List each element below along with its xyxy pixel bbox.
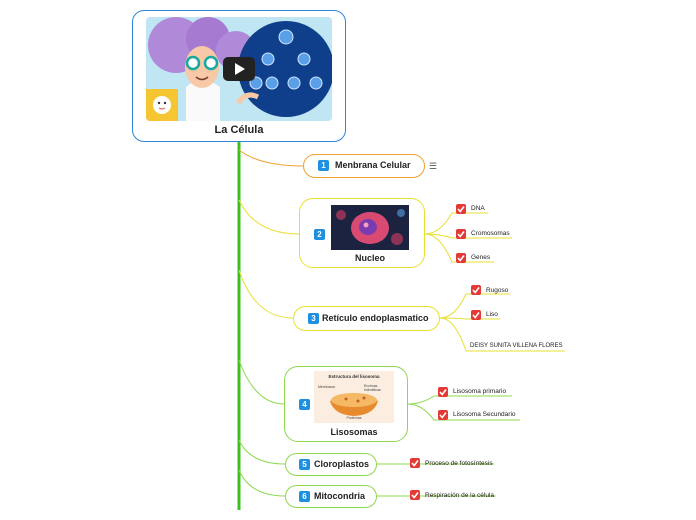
leaf-label: Rugoso [486, 287, 509, 294]
branch-number: 5 [299, 459, 310, 470]
leaf-label: DNA [471, 205, 485, 212]
leaf-label: Proceso de fotosíntesis [425, 460, 493, 467]
branch-number: 4 [299, 399, 310, 410]
lysosome-image: Estructura del lisosoma Membrana Enzimas… [314, 371, 394, 423]
checkbox-checked-icon[interactable] [410, 490, 420, 500]
connector-5 [238, 439, 286, 465]
branch-number: 6 [299, 491, 310, 502]
leaf-label: Lisosoma primario [453, 388, 507, 395]
branch-label: Mitocondria [314, 491, 365, 501]
leaf-label: Respiración de la célula [425, 492, 495, 499]
checkbox-checked-icon[interactable] [456, 229, 466, 239]
checkbox-checked-icon[interactable] [456, 204, 466, 214]
connector-6 [238, 469, 286, 497]
connector-1 [238, 149, 304, 167]
leaf-label: Liso [486, 311, 498, 318]
leaf-label: Cromosomas [471, 230, 510, 237]
checkbox-checked-icon[interactable] [471, 285, 481, 295]
leaf-label: Lisosoma Secundario [453, 411, 516, 418]
image-title: Estructura del lisosoma [328, 374, 380, 379]
video-thumbnail[interactable] [146, 17, 332, 121]
branch-number: 1 [318, 160, 329, 171]
branch-number: 2 [314, 229, 325, 240]
leaf-connector [424, 233, 494, 263]
branch-label: Menbrana Celular [335, 160, 411, 170]
root-title: La Célula [214, 124, 264, 136]
checkbox-checked-icon[interactable] [438, 387, 448, 397]
checkbox-checked-icon[interactable] [456, 253, 466, 263]
branch-label: Cloroplastos [314, 459, 370, 469]
notes-icon[interactable]: ☰ [429, 161, 438, 171]
nucleus-image [331, 205, 409, 250]
image-label: Proteínas [346, 416, 362, 420]
checkbox-checked-icon[interactable] [410, 458, 420, 468]
author-note: DEISY SUNITA VILLENA FLORES [470, 343, 563, 349]
branch-label: Retículo endoplasmatico [322, 313, 429, 323]
connector-3 [238, 269, 294, 319]
leaf-connector [407, 395, 512, 405]
connector-4 [238, 359, 285, 405]
leaf-label: Genes [471, 254, 491, 261]
branch-number: 3 [308, 313, 319, 324]
branch-node-5[interactable] [285, 453, 377, 476]
checkbox-checked-icon[interactable] [438, 410, 448, 420]
leaf-connector [439, 317, 500, 320]
leaf-connector [439, 317, 565, 352]
branch-label: Nucleo [354, 253, 385, 263]
branch-node-6[interactable] [285, 485, 377, 508]
image-label: Enzimas hidrolíticas [364, 384, 381, 392]
checkbox-checked-icon[interactable] [471, 310, 481, 320]
leaf-connector [407, 403, 520, 421]
branch-label: Lisosomas [330, 427, 378, 437]
image-label: Membrana [318, 385, 335, 389]
connector-2 [238, 199, 300, 235]
